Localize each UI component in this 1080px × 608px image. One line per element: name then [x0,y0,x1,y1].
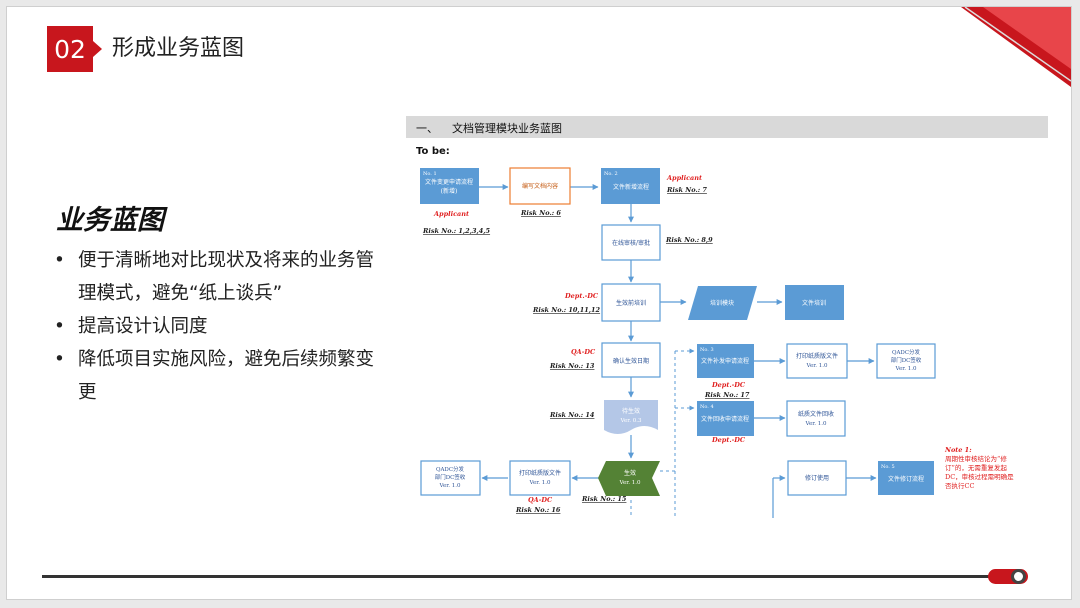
box-no1-sub: (新增) [441,187,458,195]
box-no1-number: No. 1 [423,171,437,177]
box-no2-number: No. 2 [604,171,618,177]
box-effective-ver: Ver. 1.0 [619,480,641,486]
box-train-text: 生效前培训 [616,299,646,307]
box-print2-text: 打印纸质版文件 [519,469,561,477]
label-risk-17: Risk No.: 17 [704,391,750,399]
box-no5-text: 文件修订流程 [888,475,924,483]
box-no3-text: 文件补发申请流程 [701,357,749,365]
role-and-risk-labels: Applicant Risk No.: 1,2,3,4,5 Risk No.: … [422,174,750,514]
box-write-text: 编写文档内容 [522,182,558,190]
section-number-badge: 02 [47,26,102,72]
bottom-rule [42,575,1002,578]
bullet-item: 便于清晰地对比现状及将来的业务管理模式，避免“纸上谈兵” [52,244,392,310]
box-recycle-text: 纸质文件回收 [798,410,834,418]
tobe-label: To be: [416,146,450,157]
label-applicant-2: Applicant [666,174,702,182]
label-qadc-1: QA-DC [571,348,596,356]
box-print1-text: 打印纸质版文件 [796,352,838,360]
label-deptdc-2: Dept.-DC [711,381,746,389]
box-pending [604,400,658,434]
note-line-3: DC，审核过程需明确是 [945,472,1014,481]
label-deptdc-1: Dept.-DC [564,292,599,300]
box-pending-ver: Ver. 0.3 [620,418,642,424]
box-revise-text: 修订使用 [805,474,829,482]
note-title: Note 1: [944,446,972,454]
box-print2-ver: Ver. 1.0 [529,480,551,486]
box-qadc1 [876,343,936,379]
box-no2 [601,168,660,204]
box-no4-number: No. 4 [700,404,714,410]
box-qadc1-text-a: QADC分发 [892,348,921,356]
heading-text: 文档管理模块业务蓝图 [452,122,562,135]
label-applicant-1: Applicant [433,210,469,218]
side-title: 业务蓝图 [56,205,164,236]
box-no2-text: 文件新增流程 [613,183,649,191]
flow-connectors [479,184,877,481]
box-module [688,286,757,320]
label-risk-1: Risk No.: 1,2,3,4,5 [422,227,491,235]
box-no4 [697,401,754,436]
document-heading: 一、 文档管理模块业务蓝图 [406,116,1048,138]
note-line-2: 订”的，无需重复发起 [945,463,1007,472]
box-no1 [420,168,479,204]
box-recycle-ver: Ver. 1.0 [805,421,827,427]
box-qadc1-text-b: 部门DC签收 [891,356,922,364]
box-effective-text: 生效 [624,469,636,477]
box-print1 [786,343,848,379]
box-print1-ver: Ver. 1.0 [806,363,828,369]
box-pending-text: 待生效 [622,407,640,415]
bullet-item: 降低项目实施风险，避免后续频繁变更 [52,343,392,409]
business-blueprint-flowchart: No. 1 文件变更申请流程 (新增) 编写文档内容 No. 2 文件新增流程 … [420,167,1014,518]
dashed-connectors [630,348,695,518]
label-qadc-2: QA-DC [528,496,553,504]
box-qadc2 [420,460,481,496]
box-review [601,224,661,261]
slide-title: 形成业务蓝图 [112,36,245,61]
box-effective [598,461,660,496]
label-risk-15: Risk No.: 15 [581,495,627,503]
box-revise [787,460,847,496]
bullet-item: 提高设计认同度 [52,310,392,343]
box-no4-text: 文件回收申请流程 [701,415,749,423]
heading-number: 一、 [416,122,438,135]
label-risk-16: Risk No.: 16 [515,506,561,514]
box-review-text: 在线审核/审批 [612,239,650,247]
blueprint-document: 一、 文档管理模块业务蓝图 To be: [392,108,1058,518]
note-block: Note 1: 周期性审核结论为“修 订”的，无需重复发起 DC，审核过程需明确… [944,446,1014,490]
box-confirm [601,342,661,378]
box-filetrain [785,285,844,320]
box-qadc2-text-b: 部门DC签收 [435,473,466,481]
bullet-list: 便于清晰地对比现状及将来的业务管理模式，避免“纸上谈兵” 提高设计认同度 降低项… [52,244,392,409]
box-qadc2-text-a: QADC分发 [436,465,465,473]
label-deptdc-3: Dept.-DC [711,436,746,444]
label-risk-13: Risk No.: 13 [549,362,595,370]
bottom-knob-icon [1011,569,1026,584]
corner-decoration [961,7,1071,87]
box-no3-number: No. 3 [700,347,714,353]
note-line-1: 周期性审核结论为“修 [945,454,1007,463]
box-qadc1-ver: Ver. 1.0 [895,366,917,372]
box-recycle [786,400,846,437]
box-confirm-text: 确认生效日期 [613,357,649,365]
box-filetrain-text: 文件培训 [802,299,826,307]
box-write [509,167,571,205]
box-no1-text: 文件变更申请流程 [425,178,473,186]
box-qadc2-ver: Ver. 1.0 [439,483,461,489]
box-print2 [509,460,571,496]
box-no3 [697,344,754,378]
box-module-text: 培训模块 [710,299,734,307]
note-line-4: 否执行CC [945,481,974,490]
label-risk-7: Risk No.: 7 [666,186,707,194]
box-train [601,283,661,322]
label-risk-14: Risk No.: 14 [549,411,595,419]
label-risk-89: Risk No.: 8,9 [665,236,713,244]
label-risk-6: Risk No.: 6 [520,209,561,217]
box-no5-number: No. 5 [881,464,895,470]
box-no5 [878,461,934,495]
label-risk-1012: Risk No.: 10,11,12 [532,306,601,314]
